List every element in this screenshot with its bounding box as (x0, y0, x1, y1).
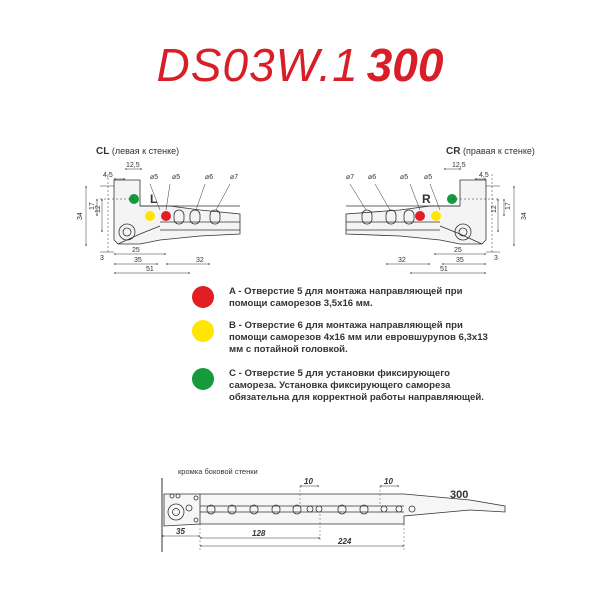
right-dim-34: 34 (521, 212, 528, 220)
left-hole-a (161, 211, 171, 221)
left-letter: L (150, 192, 157, 206)
legend-dot-a (192, 286, 214, 308)
right-dim-phi5a: ⌀5 (400, 174, 408, 181)
bottom-rail-outline (163, 493, 506, 527)
right-dim-32: 32 (398, 257, 406, 264)
left-dim-25: 25 (132, 247, 140, 254)
right-hole-b (431, 211, 441, 221)
edge-label: кромка боковой стенки (178, 467, 258, 476)
right-dim-phi7: ⌀7 (346, 174, 354, 181)
bottom-dim-224: 224 (337, 537, 352, 546)
legend-text-a: A - Отверстие 5 для монтажа направляющей… (229, 286, 463, 309)
right-view-desc: (правая к стенке) (462, 146, 535, 156)
left-drawing (85, 168, 241, 274)
right-dim-phi5b: ⌀5 (424, 174, 432, 181)
bottom-dim-10a: 10 (304, 477, 313, 486)
left-dim-phi5a: ⌀5 (150, 174, 158, 181)
bottom-dim-10b: 10 (384, 477, 393, 486)
legend-dot-c (192, 368, 214, 390)
model-name: DS03W.1 (156, 39, 359, 91)
left-view-label: CL (левая к стенке) (96, 146, 179, 157)
left-dim-12-5: 12,5 (126, 162, 140, 169)
left-bracket-outline (113, 179, 241, 245)
left-dim-34: 34 (77, 212, 84, 220)
left-dim-35: 35 (134, 257, 142, 264)
left-view-desc: (левая к стенке) (111, 146, 180, 156)
left-dim-phi5b: ⌀5 (172, 174, 180, 181)
right-dim-3: 3 (494, 255, 498, 262)
right-letter: R (422, 192, 431, 206)
right-dim-12-5: 12,5 (452, 162, 466, 169)
left-dim-4-5: 4,5 (103, 172, 113, 179)
bottom-length: 300 (450, 489, 468, 501)
right-hole-a (415, 211, 425, 221)
left-view-code: CL (96, 146, 110, 157)
right-dim-phi6: ⌀6 (368, 174, 376, 181)
right-view-label: CR (правая к стенке) (446, 146, 535, 157)
legend-text-c: C - Отверстие 5 для установки фиксирующе… (229, 368, 484, 403)
right-dim-25: 25 (454, 247, 462, 254)
legend-dot-b (192, 320, 214, 342)
model-size: 300 (366, 39, 444, 91)
bottom-dim-128: 128 (252, 529, 266, 538)
right-dim-4-5: 4,5 (479, 172, 489, 179)
left-dim-51: 51 (146, 266, 154, 273)
left-dim-phi7: ⌀7 (230, 174, 238, 181)
right-dim-17: 17 (505, 202, 512, 210)
left-hole-b (145, 211, 155, 221)
left-dim-phi6: ⌀6 (205, 174, 213, 181)
right-bracket-outline (345, 179, 487, 245)
right-view-code: CR (446, 146, 461, 157)
left-dim-32: 32 (196, 257, 204, 264)
right-drawing (345, 168, 515, 274)
bottom-dim-35: 35 (176, 527, 185, 536)
left-dim-3: 3 (100, 255, 104, 262)
legend-text-b: B - Отверстие 6 для монтажа направляющей… (229, 320, 488, 355)
right-dim-51: 51 (440, 266, 448, 273)
left-dim-12: 12 (95, 205, 102, 213)
left-dim-17: 17 (89, 202, 96, 210)
bottom-drawing (161, 478, 506, 552)
right-dim-12: 12 (491, 205, 498, 213)
right-dim-35: 35 (456, 257, 464, 264)
